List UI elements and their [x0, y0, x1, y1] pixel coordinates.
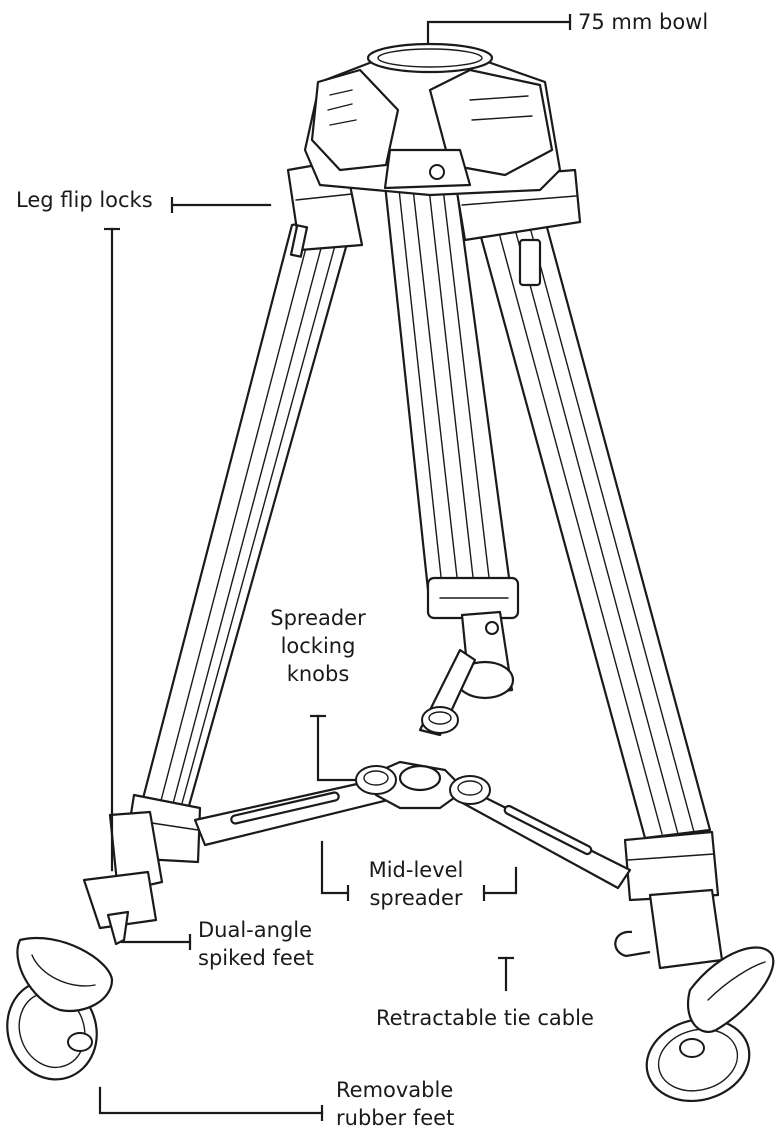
tripod-head — [303, 42, 562, 197]
bowl — [366, 42, 494, 74]
label-spreader-locking-knobs-line2: locking — [280, 634, 356, 658]
label-dual-angle-spiked-feet-line2: spiked feet — [198, 946, 314, 970]
spreader-knob-back — [421, 706, 459, 734]
label-mid-level-spreader-line2: spreader — [369, 886, 463, 910]
label-mid-level-spreader: Mid-level spreader — [346, 856, 486, 912]
rubber-foot-left — [6, 937, 114, 1081]
label-spreader-locking-knobs-line1: Spreader — [270, 606, 366, 630]
label-75mm-bowl: 75 mm bowl — [578, 10, 709, 34]
leader-lines — [98, 14, 572, 1121]
label-removable-rubber-feet-line1: Removable — [336, 1078, 454, 1102]
label-leg-flip-locks: Leg flip locks — [16, 188, 153, 212]
label-dual-angle-spiked-feet: Dual-angle spiked feet — [198, 916, 314, 972]
label-retractable-tie-cable: Retractable tie cable — [376, 1006, 594, 1030]
label-removable-rubber-feet: Removable rubber feet — [336, 1076, 454, 1132]
spreader-knob-left — [355, 765, 397, 795]
label-dual-angle-spiked-feet-line1: Dual-angle — [198, 918, 313, 942]
rubber-foot-right — [645, 946, 775, 1103]
label-mid-level-spreader-line1: Mid-level — [368, 858, 464, 882]
label-removable-rubber-feet-line2: rubber feet — [336, 1106, 455, 1130]
spreader-knob-right — [449, 775, 491, 805]
label-spreader-locking-knobs-line3: knobs — [286, 662, 350, 686]
mid-level-spreader — [193, 648, 632, 890]
label-spreader-locking-knobs: Spreader locking knobs — [258, 604, 378, 688]
